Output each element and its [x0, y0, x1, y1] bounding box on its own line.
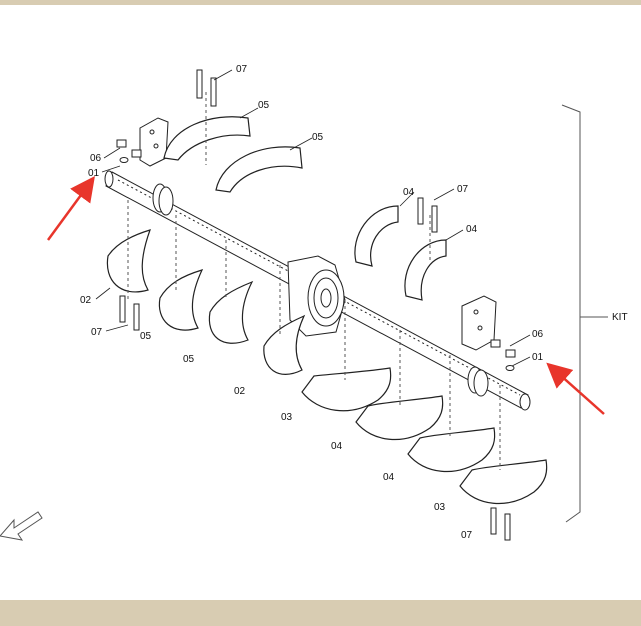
red-arrow-right [546, 362, 605, 415]
part-label-03-b: 03 [434, 502, 446, 513]
part-label-05-c: 05 [140, 331, 152, 342]
kit-label: KIT [612, 312, 628, 323]
part-label-05-a: 05 [258, 100, 270, 111]
part-label-06-right: 06 [532, 329, 544, 340]
left-bracket [139, 117, 169, 167]
part-label-05-d: 05 [183, 354, 195, 365]
part-label-07-top: 07 [236, 64, 248, 75]
direction-arrow [0, 511, 43, 541]
red-annotation-arrows [46, 175, 605, 415]
part-label-01-left: 01 [88, 168, 100, 179]
part-label-07-mid: 07 [457, 184, 469, 195]
assembly-lines [127, 92, 501, 470]
part-label-03-a: 03 [281, 412, 293, 423]
hood-parts-05 [163, 116, 303, 193]
leader-lines [95, 69, 531, 367]
part-label-05-b: 05 [312, 132, 324, 143]
tine-blades-bottom [301, 367, 548, 505]
part-label-02-left: 02 [80, 295, 92, 306]
part-label-04-d: 04 [383, 472, 395, 483]
hood-parts-04 [354, 205, 447, 301]
part-label-07-bottom: 07 [461, 530, 473, 541]
part-label-04-a: 04 [403, 187, 415, 198]
part-label-04-c: 04 [331, 441, 343, 452]
part-label-07-left: 07 [91, 327, 103, 338]
shaft-flanges [152, 183, 489, 397]
tine-blades-left [106, 229, 306, 375]
part-label-02-mid: 02 [234, 386, 246, 397]
part-label-01-right: 01 [532, 352, 544, 363]
part-label-04-b: 04 [466, 224, 478, 235]
part-label-06-left: 06 [90, 153, 102, 164]
kit-bracket [561, 104, 608, 523]
red-arrow-left [46, 175, 95, 241]
bolts-07 [119, 69, 511, 541]
nuts-06 [116, 139, 516, 371]
